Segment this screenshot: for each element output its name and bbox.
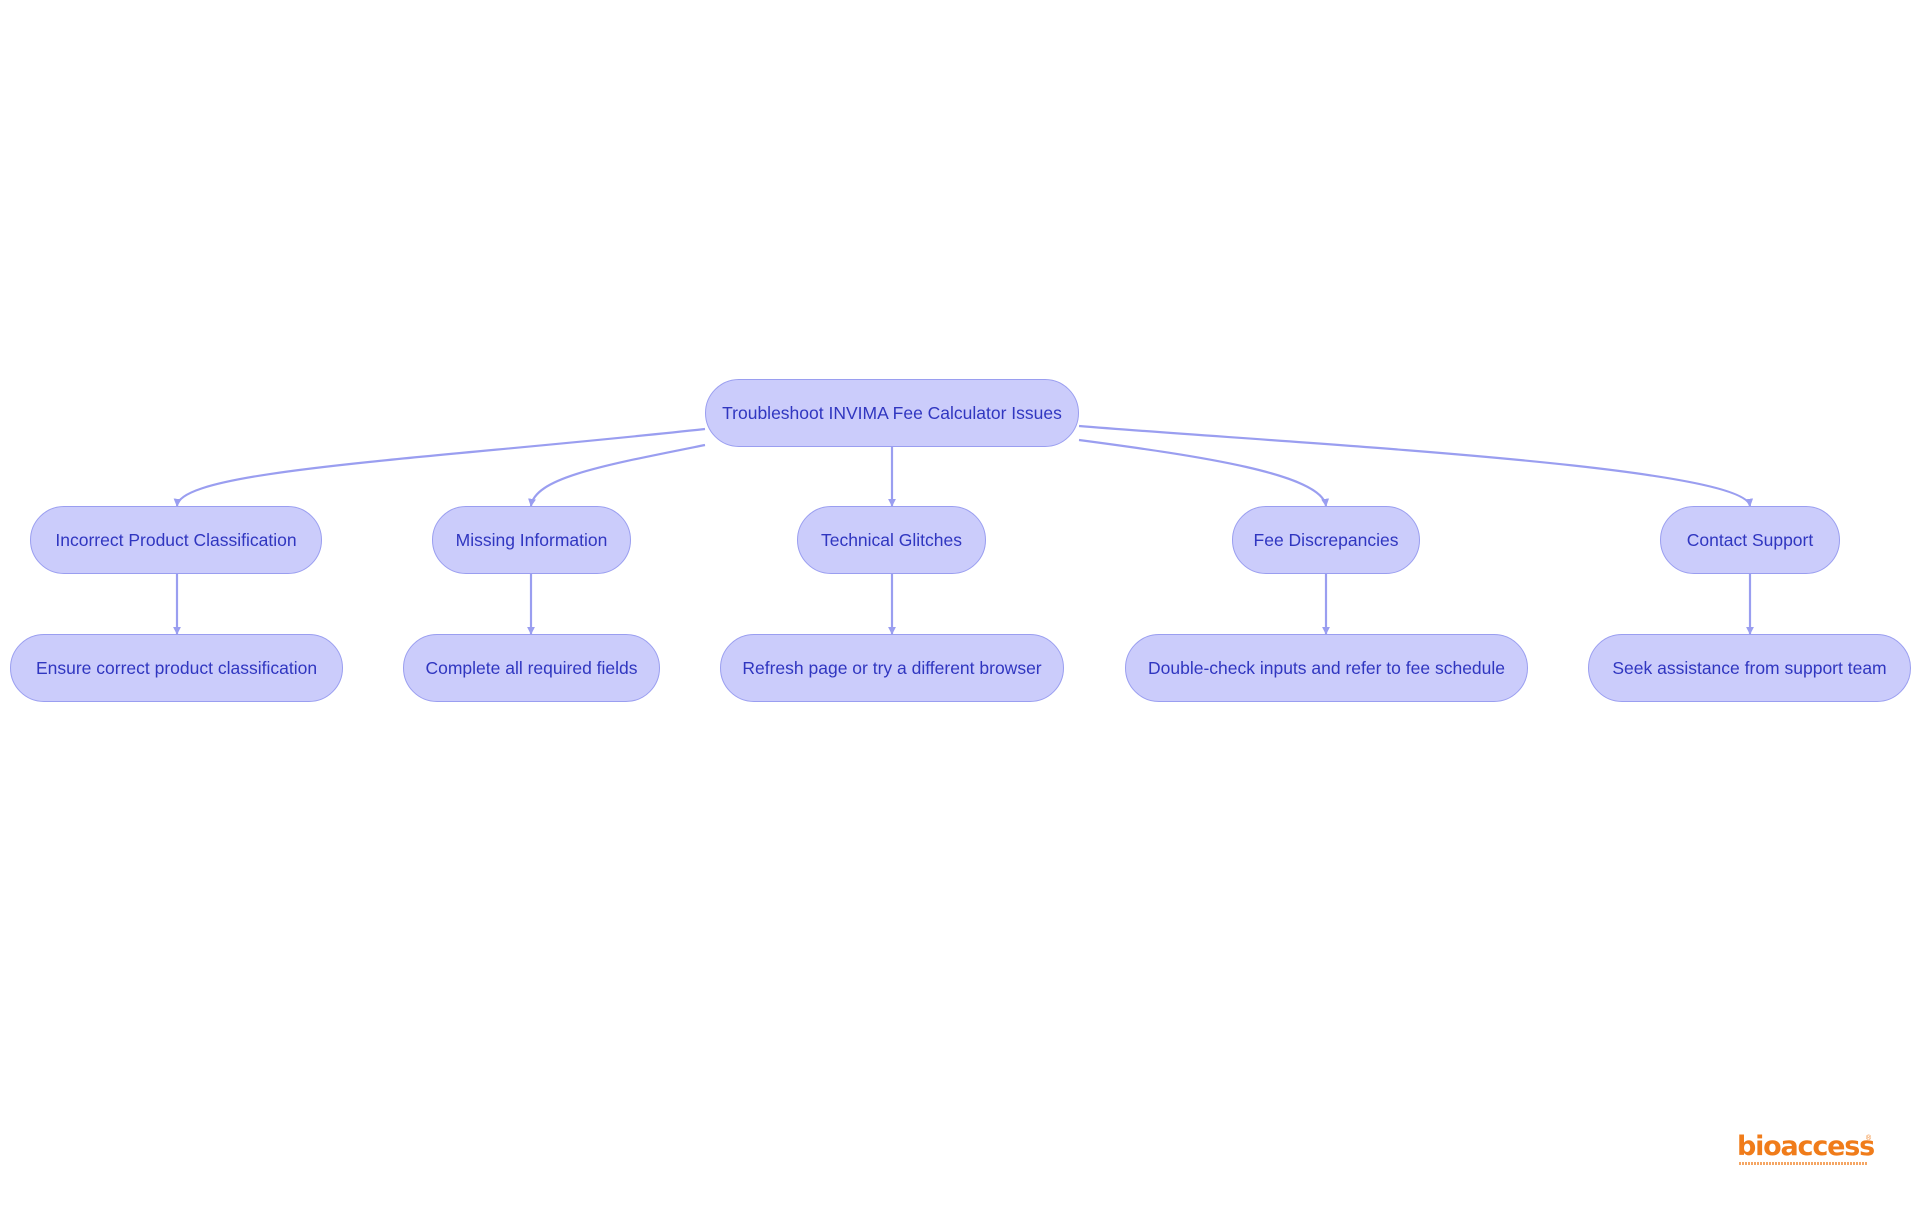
edges-layer <box>173 424 1754 635</box>
logo-registered-mark: ® <box>1866 1135 1872 1142</box>
solution-node-seek-assistance[interactable]: Seek assistance from support team <box>1588 634 1911 702</box>
issue-node-missing-information[interactable]: Missing Information <box>432 506 631 574</box>
issue-node-fee-discrepancies[interactable]: Fee Discrepancies <box>1232 506 1420 574</box>
solution-node-ensure-classification[interactable]: Ensure correct product classification <box>10 634 343 702</box>
issue-node-contact-support[interactable]: Contact Support <box>1660 506 1840 574</box>
edge-root-to-issue-5 <box>1078 424 1753 507</box>
solution-node-complete-fields[interactable]: Complete all required fields <box>403 634 660 702</box>
edge-root-to-issue-2 <box>528 443 706 507</box>
edge-root-to-issue-4 <box>1078 438 1330 507</box>
issue-node-technical-glitches[interactable]: Technical Glitches <box>797 506 986 574</box>
edge-root-to-issue-1 <box>173 427 706 507</box>
logo-wordmark: bioaccess <box>1737 1131 1875 1162</box>
solution-node-refresh-page[interactable]: Refresh page or try a different browser <box>720 634 1064 702</box>
solution-node-double-check-inputs[interactable]: Double-check inputs and refer to fee sch… <box>1125 634 1528 702</box>
root-node[interactable]: Troubleshoot INVIMA Fee Calculator Issue… <box>705 379 1079 447</box>
logo-tagline-graphic <box>1739 1162 1867 1165</box>
bioaccess-logo: bioaccess ® <box>1737 1131 1875 1169</box>
issue-node-incorrect-product-classification[interactable]: Incorrect Product Classification <box>30 506 322 574</box>
